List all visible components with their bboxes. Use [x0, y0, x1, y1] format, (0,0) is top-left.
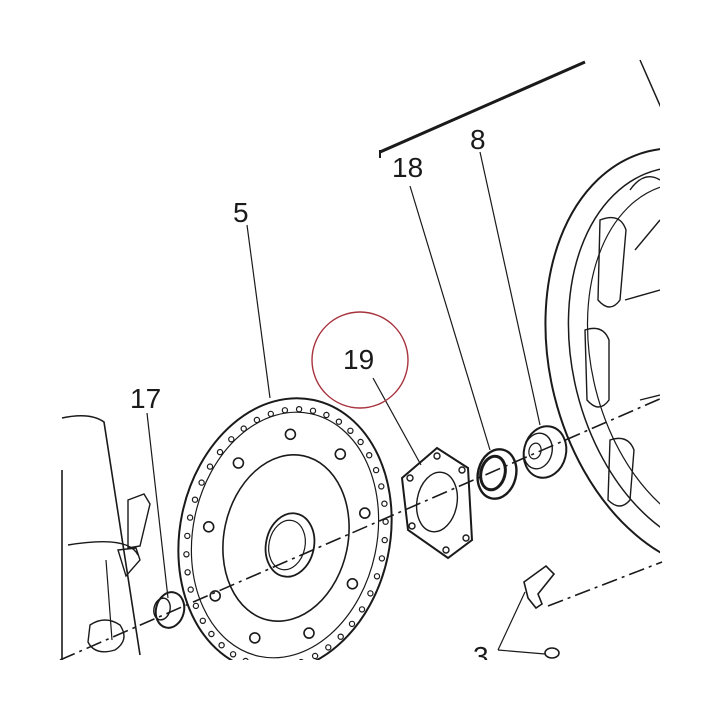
- disc-vent-hole: [372, 466, 380, 474]
- disc-vent-hole: [295, 406, 303, 413]
- disc-vent-hole: [325, 644, 332, 651]
- leader-disc: [246, 224, 271, 399]
- leader-seal: [409, 185, 491, 451]
- disc-vent-hole: [218, 642, 225, 649]
- bearing: [522, 425, 568, 479]
- valve-centerline: [547, 561, 663, 607]
- spacer-left: [153, 591, 186, 629]
- disc-vent-hole: [381, 500, 388, 507]
- callout-8: 8: [470, 124, 486, 155]
- disc-vent-hole: [267, 410, 274, 418]
- disc-vent-hole: [298, 658, 304, 660]
- highlight-circle: [311, 311, 409, 409]
- disc-vent-hole: [229, 651, 237, 658]
- callout-17: 17: [130, 383, 161, 414]
- disc-vent-hole: [347, 427, 354, 434]
- disc-bolt: [358, 507, 371, 519]
- gasket-hole: [406, 474, 414, 482]
- axle-centerline: [59, 397, 663, 660]
- callout-19: 19: [343, 344, 374, 375]
- disc-bolt: [249, 632, 261, 644]
- disc-vent-hole: [184, 532, 191, 540]
- callout-5: 5: [233, 197, 249, 228]
- disc-vent-hole: [373, 573, 381, 580]
- disc-vent-hole: [184, 569, 191, 576]
- disc-vent-hole: [208, 630, 215, 638]
- disc-vent-hole: [191, 496, 199, 503]
- disc-vent-hole: [323, 411, 330, 419]
- disc-vent-hole: [206, 463, 214, 470]
- disc-vent-hole: [183, 551, 190, 558]
- disc-bolt: [303, 627, 315, 639]
- disc-bolt: [209, 590, 221, 602]
- disc-vent-hole: [378, 483, 385, 490]
- disc-vent-hole: [192, 602, 200, 610]
- disc-bolt: [232, 457, 245, 469]
- disc-vent-hole: [358, 606, 366, 613]
- wheel-rim: [379, 59, 660, 573]
- disc-vent-hole: [198, 479, 205, 486]
- disc-bolt: [346, 577, 359, 590]
- disc-vent-hole: [366, 452, 373, 459]
- disc-vent-hole: [253, 416, 261, 424]
- disc-vent-hole: [348, 620, 356, 628]
- leader-valve-1: [497, 591, 526, 651]
- fork-leg: [61, 414, 151, 660]
- disc-vent-hole: [270, 664, 275, 669]
- valve-stem: [523, 564, 560, 659]
- gasket-hole: [462, 534, 470, 542]
- disc-vent-hole: [186, 514, 194, 521]
- leader-spacer-left: [146, 412, 169, 599]
- disc-vent-hole: [281, 407, 289, 414]
- gasket-hole: [408, 522, 416, 530]
- leader-gasket: [372, 377, 422, 466]
- callout-3: 3: [473, 641, 489, 672]
- disc-vent-hole: [187, 586, 194, 593]
- leader-bearing: [479, 151, 541, 426]
- disc-vent-hole: [367, 590, 374, 597]
- disc-vent-hole: [309, 407, 317, 414]
- disc-bolt: [284, 428, 297, 441]
- disc-vent-hole: [285, 663, 290, 668]
- disc-vent-hole: [381, 536, 388, 544]
- disc-vent-hole: [199, 617, 206, 625]
- disc-vent-hole: [228, 436, 235, 443]
- gasket: [400, 446, 474, 560]
- gasket-hole: [433, 452, 441, 460]
- disc-vent-hole: [337, 633, 344, 640]
- disc-vent-hole: [256, 663, 261, 668]
- callout-18: 18: [392, 152, 423, 183]
- gasket-hole: [458, 466, 466, 474]
- disc-vent-hole: [216, 448, 224, 456]
- leader-valve-2: [497, 649, 546, 655]
- brake-disc: [177, 397, 393, 669]
- disc-vent-hole: [335, 418, 343, 425]
- disc-vent-hole: [378, 555, 386, 562]
- gasket-hole: [442, 546, 450, 554]
- disc-bolt: [334, 448, 347, 460]
- seal: [476, 448, 518, 500]
- disc-vent-hole: [240, 425, 247, 432]
- disc-vent-hole: [311, 652, 319, 660]
- disc-bolt: [202, 520, 215, 533]
- disc-vent-hole: [357, 438, 364, 446]
- disc-vent-hole: [242, 657, 249, 660]
